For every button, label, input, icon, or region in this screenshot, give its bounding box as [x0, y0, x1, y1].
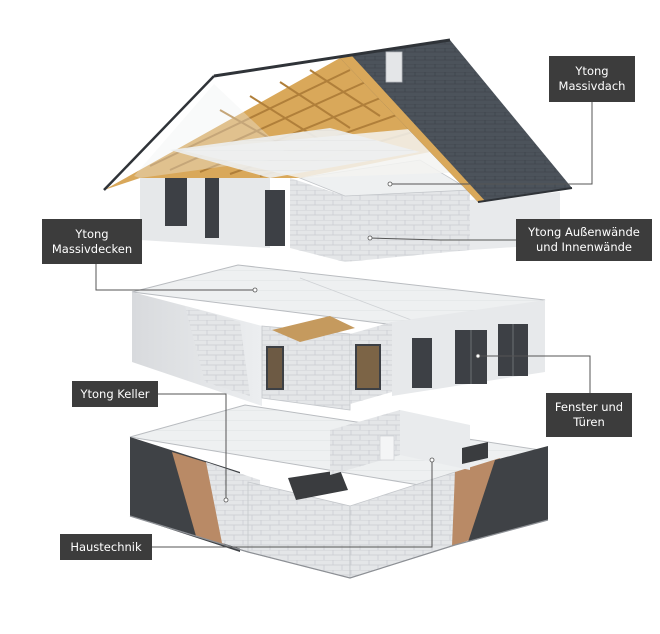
- label-fenster-tueren: Fenster und Türen: [546, 393, 632, 437]
- upper-floor-and-roof: [103, 38, 573, 262]
- label-keller: Ytong Keller: [72, 381, 158, 407]
- label-massivdach: Ytong Massivdach: [549, 56, 635, 102]
- label-aussenwaende: Ytong Außenwände und Innenwände: [516, 219, 652, 261]
- label-aussenwaende-line1: Ytong Außenwände: [528, 225, 640, 239]
- label-haustechnik-line1: Haustechnik: [70, 539, 142, 554]
- label-haustechnik: Haustechnik: [60, 534, 152, 560]
- label-massivdecken-line2: Massivdecken: [51, 241, 133, 256]
- label-fenster-line2: Türen: [573, 415, 605, 429]
- label-massivdecken-line1: Ytong: [75, 226, 109, 241]
- label-keller-line1: Ytong Keller: [80, 386, 150, 401]
- label-massivdach-line1: Ytong: [575, 64, 609, 78]
- label-massivdecken: Ytong Massivdecken: [42, 219, 142, 264]
- basement-level: [129, 404, 549, 579]
- ground-floor-level: [131, 264, 546, 411]
- label-aussenwaende-line2: und Innenwände: [536, 240, 632, 254]
- leader-lines: [95, 102, 593, 548]
- label-massivdach-line2: Massivdach: [558, 79, 626, 93]
- label-fenster-line1: Fenster und: [554, 400, 624, 414]
